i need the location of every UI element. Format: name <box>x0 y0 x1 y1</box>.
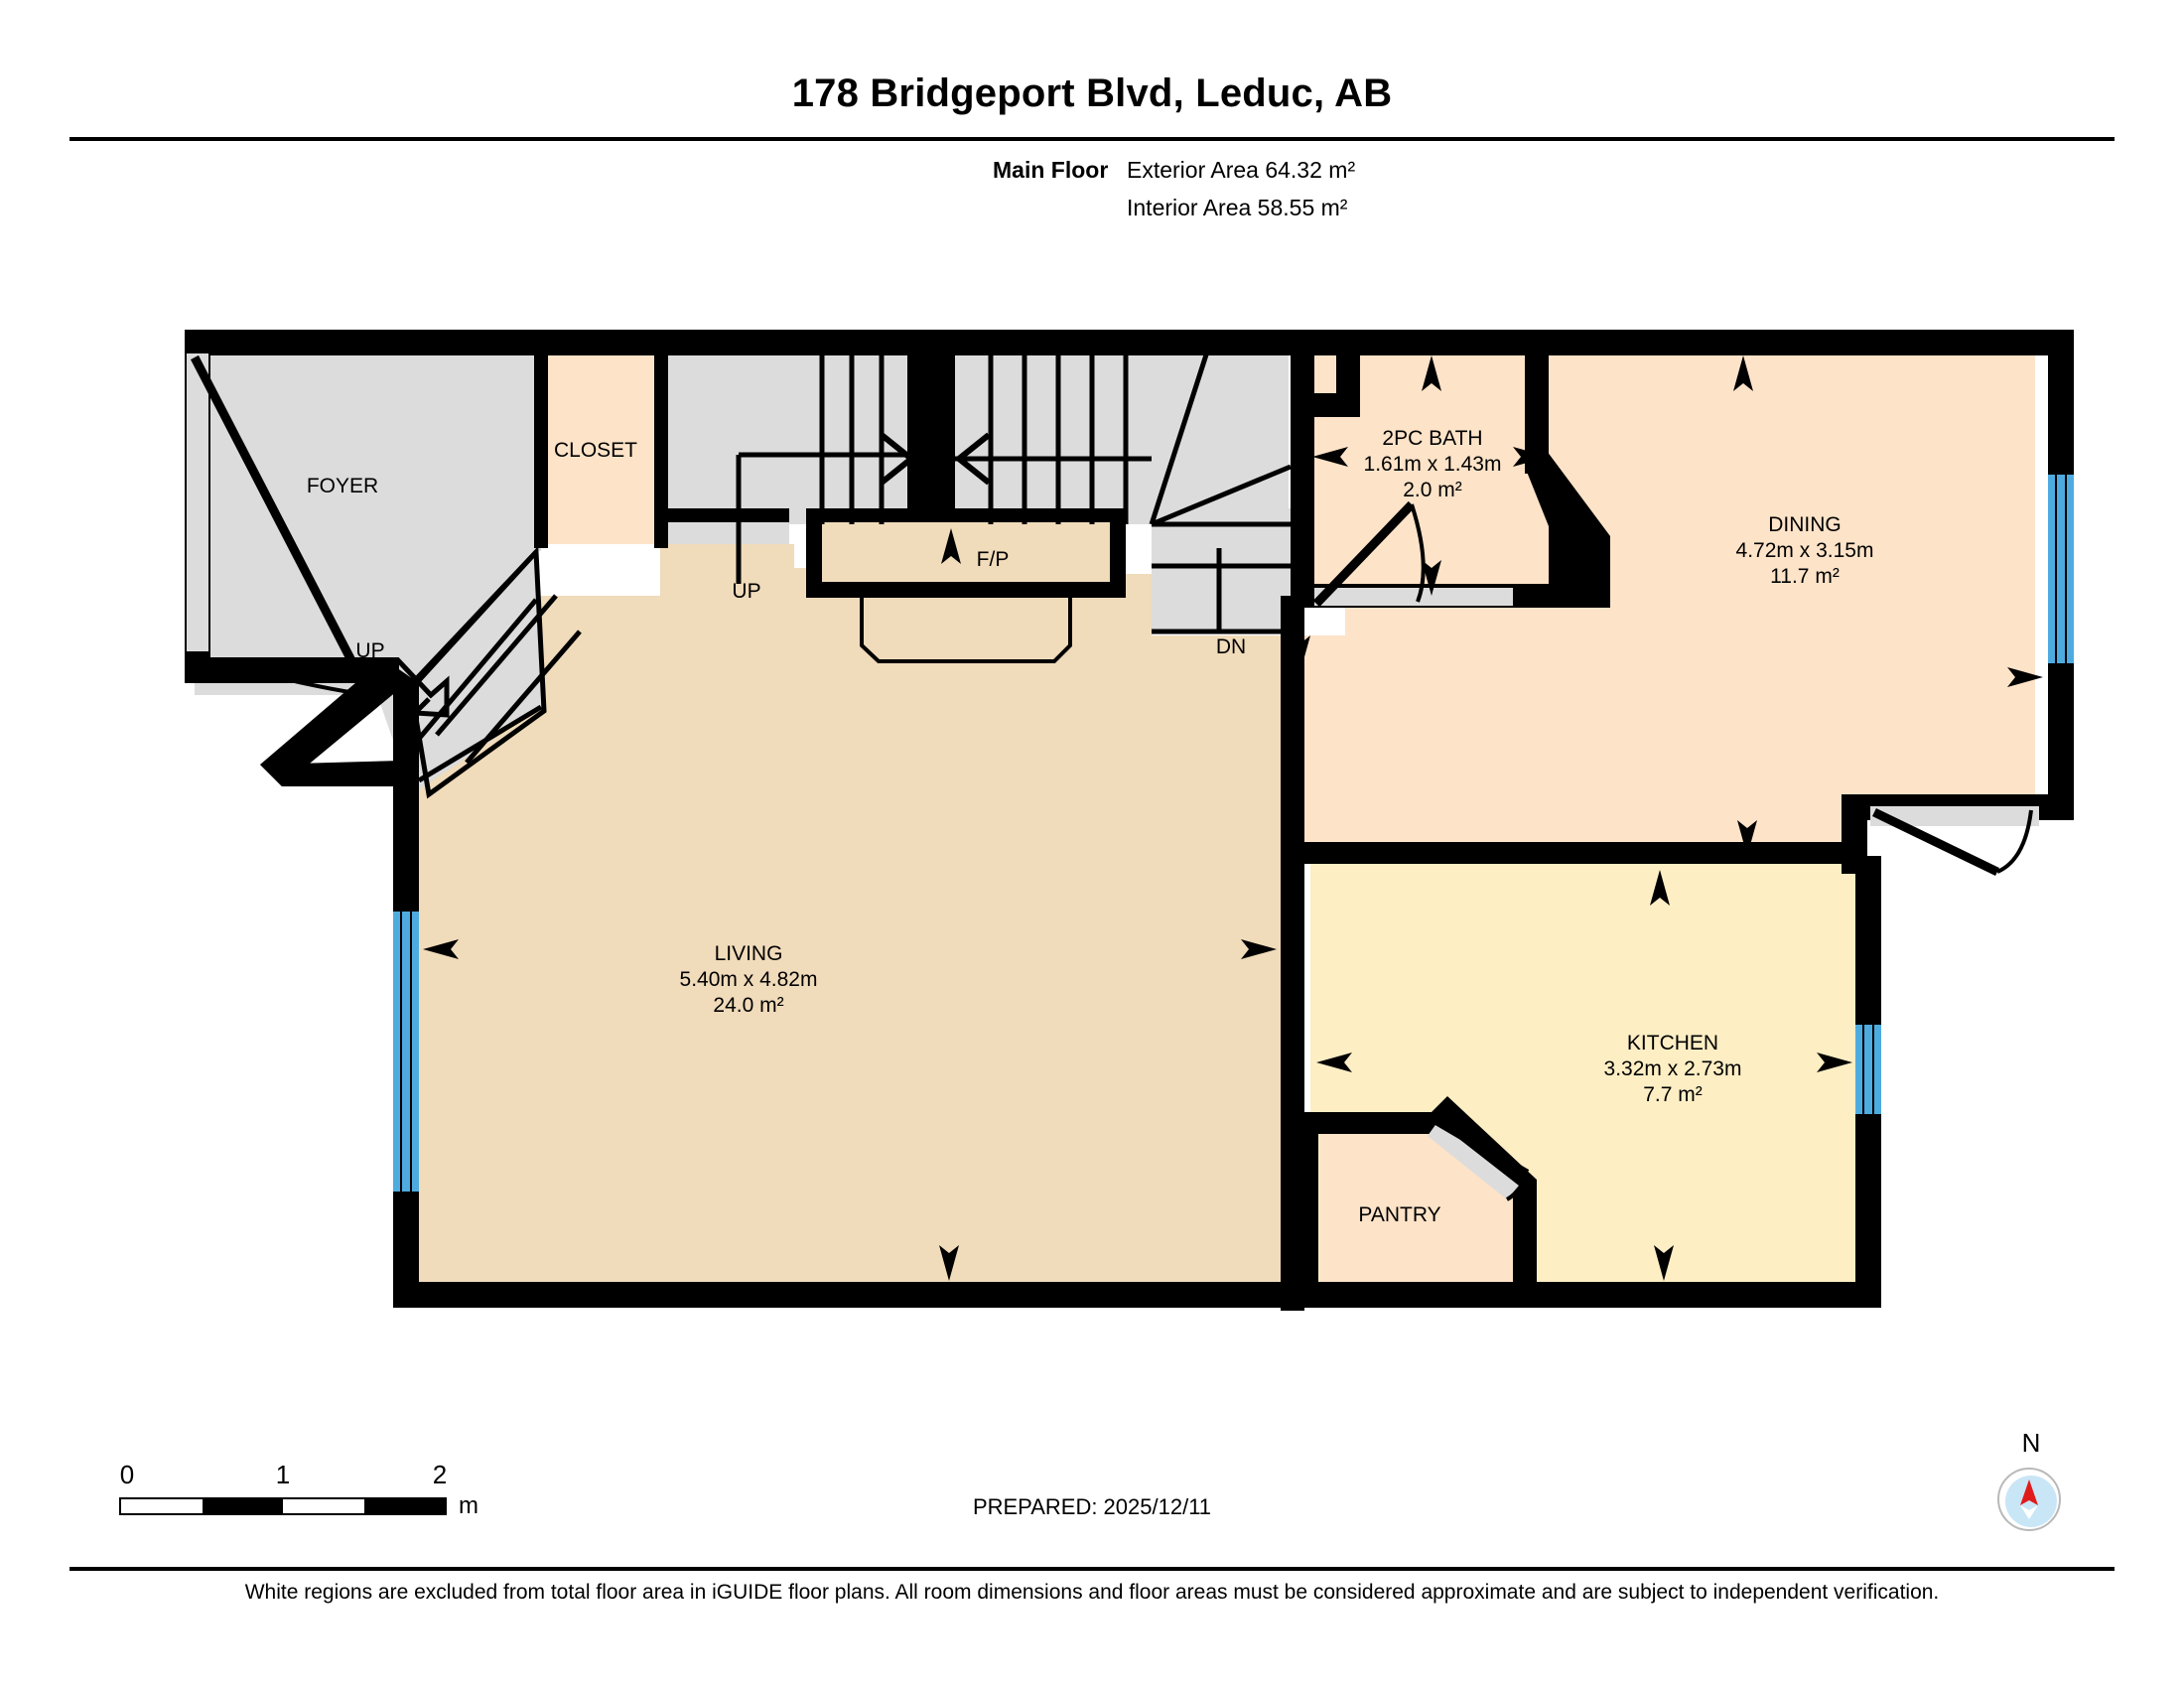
disclaimer-text: White regions are excluded from total fl… <box>244 1581 1940 1604</box>
annotation-group: UP UP DN F/P <box>355 548 1246 662</box>
room-fill-closet <box>541 346 660 544</box>
page-title: 178 Bridgeport Blvd, Leduc, AB <box>791 71 1393 115</box>
window-kitchen-right <box>1855 1025 1881 1114</box>
view-arrow-kitchen-up <box>1650 870 1670 906</box>
view-arrow-dining-down <box>1737 820 1757 856</box>
wall-bath-left <box>1291 330 1314 608</box>
view-arrow-bath-left <box>1312 447 1348 467</box>
window-living-left <box>393 912 419 1192</box>
fireplace-inner <box>822 522 1110 582</box>
header-divider <box>69 137 2115 141</box>
door-sill-bath <box>1314 588 1513 606</box>
prepared-date: PREPARED: 2025/12/11 <box>972 1494 1212 1519</box>
view-arrow-dining-right <box>2007 667 2043 687</box>
window-dining-right <box>2048 475 2074 663</box>
fireplace-label: F/P <box>977 548 1010 571</box>
compass-needle-icon <box>2020 1479 2038 1519</box>
room-label-living: LIVING <box>715 942 783 965</box>
view-arrow-kitchen-down <box>1654 1245 1674 1281</box>
scale-tick-0: 0 <box>119 1460 135 1489</box>
view-arrow-living-down <box>939 1245 959 1281</box>
stair-group <box>395 345 1292 799</box>
wall-pantry-left <box>1297 1112 1318 1306</box>
room-label-foyer: FOYER <box>307 475 378 497</box>
room-fill-living <box>412 544 1296 1296</box>
wall-bottom <box>393 1282 1881 1308</box>
footer-divider <box>69 1567 2115 1571</box>
view-arrow-dining-up <box>1733 355 1753 391</box>
scale-tick-2: 2 <box>432 1460 448 1489</box>
stair-fill-left <box>660 346 913 524</box>
exterior-area-text: Exterior Area 64.32 m² <box>1127 157 1356 183</box>
room-label-kitchen: KITCHEN <box>1627 1032 1718 1055</box>
scale-segment-1 <box>202 1499 283 1513</box>
scale-segment-2 <box>363 1499 445 1513</box>
wall-closet-left <box>534 330 548 548</box>
view-arrow-bath-right <box>1513 447 1549 467</box>
compass-icon <box>1997 1468 2065 1535</box>
view-arrow-bath-down <box>1422 560 1441 596</box>
interior-area-text: Interior Area 58.55 m² <box>1127 195 1348 220</box>
view-arrow-fireplace-up <box>941 528 961 564</box>
room-label-dining: DINING <box>1768 513 1842 536</box>
wall-bath-right <box>1525 330 1549 474</box>
wall-pantry-diagonal <box>1430 1096 1537 1296</box>
scale-bar <box>119 1497 447 1515</box>
window-group <box>393 475 2074 1192</box>
fireplace-hearth <box>860 598 1072 663</box>
room-label-bath: 2PC BATH <box>1382 427 1482 450</box>
room-area-dining: 11.7 m² <box>1770 565 1840 588</box>
scale-tick-1: 1 <box>275 1460 291 1489</box>
room-dims-living: 5.40m x 4.82m <box>680 968 818 991</box>
wall-closet-right <box>654 330 668 548</box>
wall-stair-base-left <box>660 508 789 522</box>
stair-fill-right <box>951 346 1289 524</box>
wall-stair-divider <box>907 330 955 524</box>
stair-up-main-label: UP <box>732 580 760 603</box>
room-area-bath: 2.0 m² <box>1403 479 1462 501</box>
view-arrow-kitchen-right <box>1817 1053 1852 1072</box>
room-label-closet: CLOSET <box>554 439 637 462</box>
view-arrow-bath-up <box>1422 355 1441 391</box>
compass-north-label: N <box>2021 1428 2041 1458</box>
door-sill-dining <box>1870 806 2039 826</box>
view-arrow-living-left <box>423 939 459 959</box>
view-arrow-kitchen-left <box>1316 1053 1352 1072</box>
scale-unit-label: m <box>459 1492 478 1519</box>
door-group <box>187 353 2039 1201</box>
wall-dining-kitchen <box>1291 842 1856 864</box>
room-dims-dining: 4.72m x 3.15m <box>1736 539 1874 562</box>
wall-top <box>185 330 2074 355</box>
room-area-living: 24.0 m² <box>713 994 783 1017</box>
room-label-pantry: PANTRY <box>1358 1203 1440 1226</box>
stair-dn-label: DN <box>1216 635 1246 658</box>
room-area-kitchen: 7.7 m² <box>1643 1083 1703 1106</box>
view-arrow-living-right <box>1241 939 1277 959</box>
wall-bath-diagonal <box>1525 451 1610 608</box>
wall-diagonal-lower <box>260 761 401 786</box>
room-label-group: FOYER CLOSET 2PC BATH 1.61m x 1.43m 2.0 … <box>307 427 1874 1226</box>
wall-pantry-top <box>1297 1112 1443 1134</box>
view-arrow-group <box>423 355 2043 1281</box>
room-dims-kitchen: 3.32m x 2.73m <box>1604 1057 1742 1080</box>
stair-up-foyer-label: UP <box>355 639 384 662</box>
room-dims-bath: 1.61m x 1.43m <box>1364 453 1502 476</box>
floor-label: Main Floor <box>993 157 1109 183</box>
wall-bath-jog-v <box>1336 330 1360 417</box>
view-arrow-living-dining-down <box>1291 635 1310 671</box>
